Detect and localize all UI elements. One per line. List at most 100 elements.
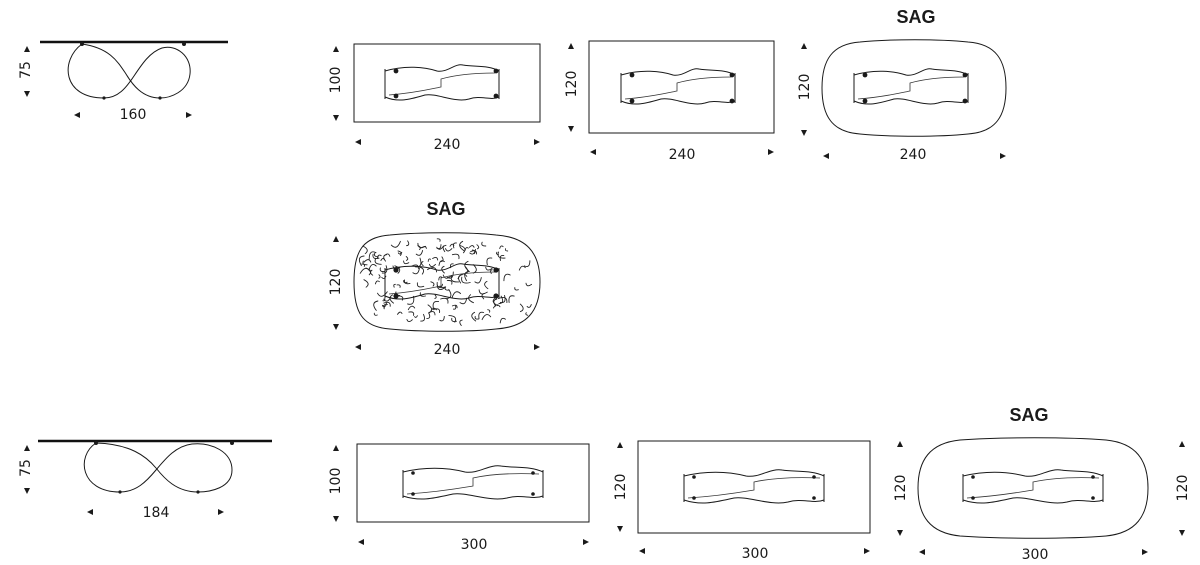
- pattern-stroke: [503, 273, 511, 282]
- top-view-300x100: 100 300: [328, 443, 590, 553]
- pattern-stroke: [499, 245, 504, 249]
- pattern-stroke: [383, 253, 391, 257]
- pattern-stroke: [486, 257, 493, 266]
- pattern-stroke: [407, 305, 416, 311]
- pattern-stroke: [362, 260, 368, 266]
- pattern-stroke: [368, 263, 377, 270]
- pattern-stroke: [476, 244, 480, 250]
- pattern-stroke: [490, 269, 493, 274]
- pattern-stroke: [416, 282, 425, 288]
- pattern-stroke: [451, 291, 462, 299]
- pattern-stroke: [411, 264, 419, 269]
- pattern-stroke: [445, 248, 453, 252]
- pattern-stroke: [439, 315, 445, 322]
- pattern-stroke: [436, 244, 442, 250]
- pattern-stroke: [396, 284, 401, 288]
- pattern-stroke: [397, 251, 403, 255]
- pattern-stroke: [438, 260, 445, 266]
- length-label: 300: [461, 537, 488, 553]
- pattern-stroke: [523, 260, 531, 268]
- pattern-stroke: [464, 247, 469, 251]
- side-view-160: 75 160: [18, 40, 228, 123]
- pattern-stroke: [358, 255, 365, 267]
- pattern-stroke: [368, 251, 377, 260]
- pattern-stroke: [525, 282, 533, 287]
- pattern-stroke: [403, 280, 408, 284]
- pattern-stroke: [518, 265, 526, 271]
- pattern-stroke: [420, 313, 425, 322]
- pattern-stroke: [382, 302, 387, 308]
- top-view-240x100: 100 240: [328, 43, 541, 153]
- pattern-stroke: [394, 265, 401, 274]
- pattern-stroke: [474, 315, 480, 320]
- pattern-stroke: [393, 283, 396, 288]
- depth-label: 100: [328, 468, 344, 495]
- pattern-stroke: [451, 253, 460, 260]
- side-width-label: 184: [143, 505, 170, 521]
- pattern-stroke: [464, 260, 470, 272]
- pattern-stroke: [440, 256, 444, 263]
- pattern-stroke: [427, 258, 432, 262]
- pattern-stroke: [478, 289, 488, 295]
- pattern-stroke: [442, 244, 447, 253]
- pattern-stroke: [403, 279, 411, 285]
- pattern-stroke: [408, 311, 415, 316]
- pattern-stroke: [525, 312, 529, 316]
- pattern-stroke: [417, 245, 421, 251]
- pattern-stroke: [499, 255, 505, 261]
- pattern-stroke: [526, 304, 532, 308]
- pattern-stroke: [451, 304, 458, 309]
- pattern-stroke: [428, 263, 436, 268]
- pattern-stroke: [379, 267, 386, 273]
- pattern-stroke: [446, 271, 454, 279]
- top-view-240x120-sag-pattern: SAG 120 240: [328, 199, 541, 358]
- pattern-stroke: [461, 276, 471, 284]
- length-label: 240: [900, 147, 927, 163]
- pattern-stroke: [452, 305, 457, 310]
- pattern-stroke: [481, 314, 492, 321]
- pattern-stroke: [459, 245, 466, 254]
- side-height-label: 75: [18, 61, 34, 79]
- pattern-stroke: [414, 257, 422, 268]
- pattern-stroke: [478, 311, 485, 319]
- pattern-stroke: [430, 281, 435, 287]
- depth-label: 120: [564, 71, 580, 98]
- pattern-stroke: [485, 266, 493, 271]
- pattern-stroke: [436, 282, 446, 289]
- pattern-stroke: [451, 317, 457, 322]
- top-view-240x120-sag: SAG 120 240: [797, 7, 1007, 163]
- pattern-stroke: [415, 250, 424, 256]
- pattern-stroke: [493, 298, 498, 307]
- pattern-stroke: [405, 256, 409, 261]
- pattern-stroke: [471, 311, 477, 322]
- pattern-stroke: [383, 301, 391, 307]
- pattern-stroke: [433, 308, 441, 313]
- pattern-stroke: [406, 318, 413, 323]
- length-label: 240: [669, 147, 696, 163]
- depth-label: 120: [797, 74, 813, 101]
- pattern-stroke: [412, 267, 420, 275]
- pattern-stroke: [397, 311, 403, 315]
- pattern-stroke: [363, 279, 369, 288]
- depth-label: 100: [328, 67, 344, 94]
- pattern-stroke: [403, 260, 410, 265]
- pattern-stroke: [374, 280, 380, 285]
- pattern-stroke: [498, 295, 504, 305]
- pattern-stroke: [441, 265, 445, 274]
- pattern-stroke: [442, 274, 452, 279]
- pattern-stroke: [487, 309, 491, 313]
- pattern-stroke: [389, 294, 394, 304]
- pattern-stroke: [377, 291, 388, 297]
- pattern-stroke: [359, 267, 371, 274]
- side-width-label: 160: [120, 107, 147, 123]
- length-label: 300: [742, 546, 769, 562]
- pattern-stroke: [381, 265, 388, 274]
- pattern-stroke: [406, 240, 410, 247]
- length-label: 240: [434, 137, 461, 153]
- extra-depth-label: 120: [1175, 475, 1191, 502]
- pattern-stroke: [459, 297, 468, 305]
- pattern-stroke: [374, 257, 382, 265]
- pattern-stroke: [397, 295, 404, 301]
- pattern-stroke: [419, 292, 426, 297]
